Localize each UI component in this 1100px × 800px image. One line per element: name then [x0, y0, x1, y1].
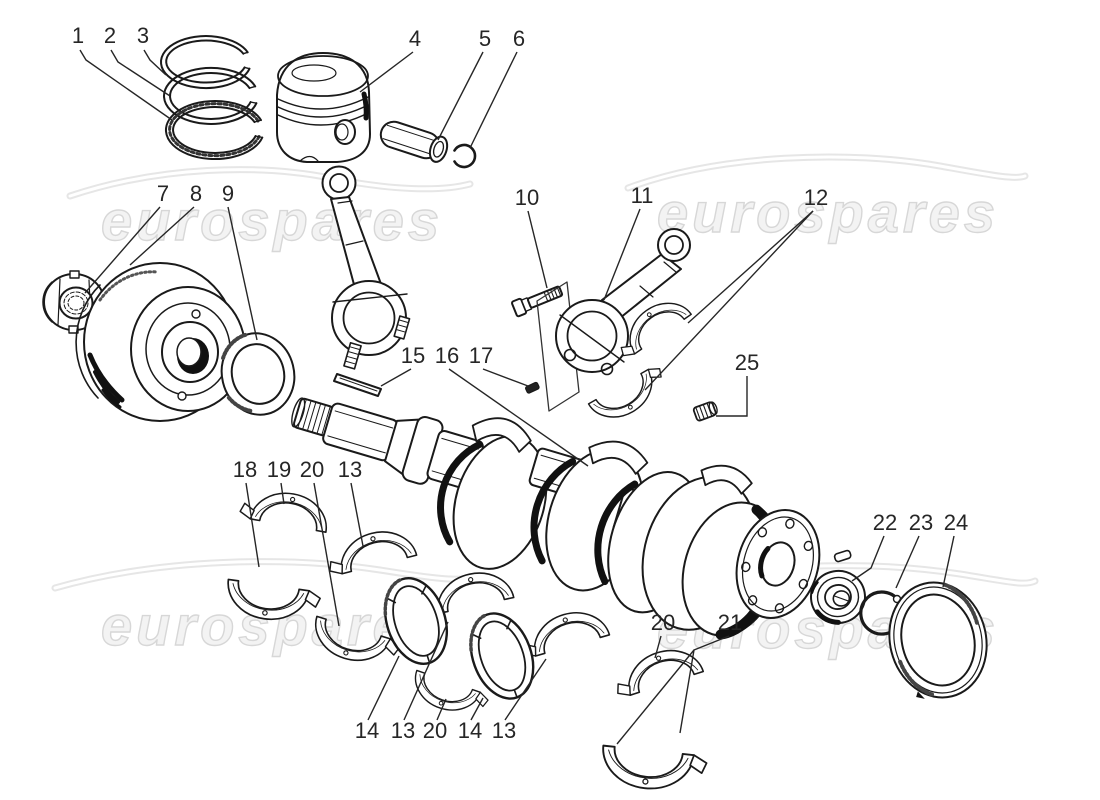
callout-20-leader: [313, 482, 340, 627]
callout-20: 20: [423, 718, 447, 743]
callout-11-leader: [603, 208, 641, 301]
callout-21: 21: [718, 610, 742, 635]
callout-3: 3: [137, 23, 149, 48]
seal-ring: [888, 581, 988, 699]
callout-12-leader: [687, 210, 814, 324]
callout-3-leader: [143, 49, 167, 76]
callout-20: 20: [300, 457, 324, 482]
piston: [276, 52, 371, 163]
watermark-text: eurospares: [101, 189, 443, 252]
callout-2: 2: [104, 23, 116, 48]
callout-1-leader: [79, 49, 173, 121]
callout-24-leader: [942, 535, 955, 588]
callout-6: 6: [513, 26, 525, 51]
callout-18: 18: [233, 457, 257, 482]
callout-4-leader: [359, 51, 414, 93]
callout-22-leader: [851, 535, 885, 582]
callout-23-leader: [895, 535, 920, 589]
callout-23: 23: [909, 510, 933, 535]
callout-17-leader: [482, 368, 529, 387]
callout-24: 24: [944, 510, 968, 535]
callout-2-leader: [110, 49, 171, 97]
callout-13-leader: [504, 658, 547, 721]
callout-5-leader: [437, 51, 484, 141]
callout-11: 11: [631, 183, 654, 208]
callout-25: 25: [735, 350, 759, 375]
callout-13: 13: [391, 718, 415, 743]
ball-bearing: [810, 569, 866, 625]
pilot-pin: [833, 549, 852, 563]
callout-9: 9: [222, 181, 234, 206]
connecting-rod-upper: [321, 165, 411, 370]
callout-13: 13: [492, 718, 516, 743]
callout-14: 14: [355, 718, 379, 743]
callout-9-leader: [227, 206, 258, 341]
callout-4: 4: [409, 26, 421, 51]
oil-plug: [692, 401, 718, 422]
callout-13-leader: [350, 482, 364, 547]
dowel-pin: [525, 381, 540, 394]
woodruff-key: [333, 373, 382, 397]
callout-20-leader: [436, 698, 447, 721]
callout-6-leader: [469, 51, 518, 149]
callout-8-leader: [129, 206, 195, 266]
callout-17: 17: [469, 343, 493, 368]
callout-15-leader: [380, 368, 412, 387]
callout-13-leader: [403, 621, 449, 721]
callout-14: 14: [458, 718, 482, 743]
callout-16-leader: [448, 368, 589, 467]
crankshaft-pulley: [75, 262, 246, 422]
connecting-rod-lower: [536, 228, 691, 412]
circlip: [453, 143, 477, 169]
main-bearing-shell: [598, 744, 709, 796]
watermark-top-left: eurospares: [66, 166, 474, 253]
callout-18-leader: [245, 482, 260, 568]
callout-12-leader: [644, 210, 814, 391]
callout-7-leader: [84, 206, 161, 294]
callout-12: 12: [804, 185, 828, 210]
callout-22: 22: [873, 510, 897, 535]
callout-25-leader: [716, 376, 748, 417]
callout-14-leader: [367, 655, 400, 721]
callout-14-leader: [470, 697, 484, 721]
callout-10: 10: [515, 185, 539, 210]
callout-10-leader: [527, 210, 548, 289]
artwork: [42, 35, 988, 796]
callout-20: 20: [651, 610, 675, 635]
watermark-text: eurospares: [657, 181, 999, 244]
callout-7: 7: [157, 181, 169, 206]
piston-rings: [160, 35, 264, 161]
callout-16: 16: [435, 343, 459, 368]
callout-8: 8: [190, 181, 202, 206]
pulley-ring: [220, 332, 296, 416]
callout-19-leader: [280, 482, 285, 505]
gudgeon-pin: [379, 120, 449, 163]
callout-5: 5: [479, 26, 491, 51]
callout-1: 1: [72, 23, 84, 48]
callout-20-leader: [654, 635, 662, 659]
callout-15: 15: [401, 343, 425, 368]
crankshaft: [291, 397, 821, 640]
main-bearing-shell: [407, 669, 491, 723]
callout-19: 19: [267, 457, 291, 482]
callout-21-leader: [616, 649, 695, 745]
watermark-top-right: eurospares: [624, 153, 1029, 245]
callout-13: 13: [338, 457, 362, 482]
